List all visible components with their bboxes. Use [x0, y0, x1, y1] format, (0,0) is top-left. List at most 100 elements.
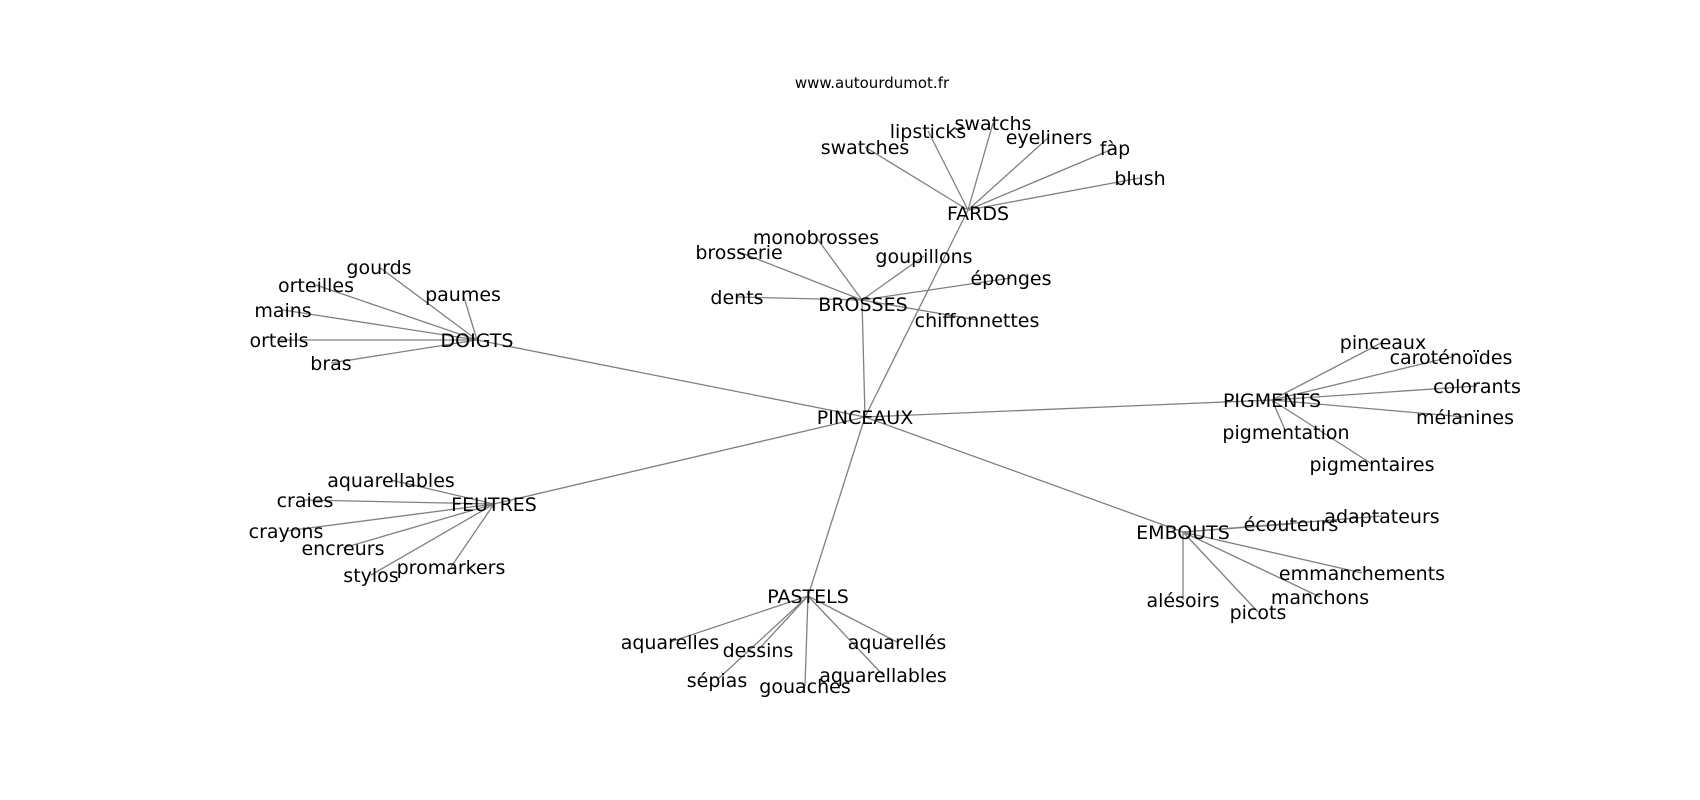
leaf-node-blush: blush: [1114, 168, 1165, 190]
edge-fards-fap: [967, 147, 1116, 211]
leaf-node-brosserie: brosserie: [695, 242, 782, 264]
edge-pigments-pigmentaires: [1271, 399, 1373, 465]
edge-pigments-colorants: [1271, 385, 1478, 401]
edge-feutres-craies: [304, 499, 495, 505]
leaf-node-aquarelles: aquarellés: [848, 632, 947, 654]
leaf-node-picots: picots: [1230, 602, 1287, 624]
site-url-label: www.autourdumot.fr: [795, 74, 950, 92]
edge-doigts-gourds: [378, 266, 478, 341]
root-node-label: PINCEAUX: [817, 407, 913, 429]
edge-brosses-dents: [736, 296, 863, 301]
leaf-node-pinceaux: pinceaux: [1340, 332, 1426, 354]
hub-node-embouts: EMBOUTS: [1136, 522, 1230, 544]
hub-node-pastels: PASTELS: [767, 586, 849, 608]
edge-pigments-pigmentation: [1271, 399, 1287, 433]
edge-fards-lipsticks: [927, 130, 969, 211]
leaf-node-alesoirs: alésoirs: [1146, 590, 1219, 612]
edge-pigments-melanines: [1271, 399, 1466, 418]
edge-root-embouts: [864, 416, 1184, 533]
edge-feutres-promarkers: [450, 503, 495, 568]
leaf-node-mains: mains: [254, 300, 311, 322]
labels-layer: PINCEAUX FARDS swatcheslipsticksswatchseye…: [249, 113, 1521, 698]
edge-doigts-orteilles: [315, 284, 478, 341]
edge-brosses-goupillons: [861, 255, 925, 301]
leaf-node-melanines: mélanines: [1416, 407, 1514, 429]
leaf-node-orteils: orteils: [249, 330, 308, 352]
leaf-node-fap: fàp: [1100, 138, 1130, 160]
edge-embouts-emmanchements: [1182, 531, 1363, 574]
edge-doigts-paumes: [462, 293, 478, 341]
edge-root-doigts: [476, 339, 866, 418]
leaf-node-eyeliners: eyeliners: [1006, 127, 1093, 149]
leaf-node-dents: dents: [710, 287, 763, 309]
hub-node-pigments: PIGMENTS: [1223, 390, 1321, 412]
leaf-node-goupillons: goupillons: [875, 246, 972, 268]
leaf-node-adaptateurs: adaptateurs: [1324, 506, 1439, 528]
edge-root-brosses: [861, 299, 866, 418]
leaf-node-ecouteurs: écouteurs: [1244, 514, 1339, 536]
edge-root-pastels: [807, 416, 866, 597]
leaf-node-bras: bras: [310, 353, 351, 375]
edges-layer: [279, 122, 1478, 687]
edge-brosses-brosserie: [738, 251, 863, 301]
edge-pigments-pinceaux: [1271, 341, 1384, 401]
leaf-node-lipsticks: lipsticks: [890, 121, 967, 143]
leaf-node-crayons: crayons: [249, 521, 324, 543]
leaf-node-sepias: sépias: [687, 670, 747, 692]
edge-feutres-encreurs: [342, 503, 495, 549]
leaf-node-paumes: paumes: [425, 284, 501, 306]
leaf-node-manchons: manchons: [1271, 587, 1369, 609]
hub-node-brosses: BROSSES: [818, 294, 907, 316]
leaf-node-gouaches: gouaches: [759, 676, 850, 698]
edge-brosses-eponges: [861, 277, 1012, 301]
leaf-node-craies: craies: [277, 490, 334, 512]
leaf-node-orteilles: orteilles: [278, 275, 354, 297]
edge-pastels-aquarellables: [807, 595, 884, 676]
leaf-node-encreurs: encreurs: [301, 538, 384, 560]
leaf-node-stylos: stylos: [343, 565, 398, 587]
edge-fards-blush: [967, 177, 1141, 211]
leaf-node-promarkers: promarkers: [397, 557, 506, 579]
edge-fards-swatches: [864, 146, 969, 211]
edge-brosses-monobrosses: [815, 236, 863, 301]
edge-pastels-gouaches: [804, 595, 809, 687]
edge-fards-swatchs: [967, 122, 994, 211]
edge-embouts-manchons: [1182, 531, 1321, 598]
edge-feutres-crayons: [285, 503, 495, 532]
edge-pigments-carotenoides: [1271, 356, 1452, 401]
leaf-node-swatchs: swatchs: [955, 113, 1032, 135]
hub-node-doigts: DOIGTS: [441, 330, 514, 352]
leaf-node-pigmentaires: pigmentaires: [1310, 454, 1435, 476]
leaf-node-eponges: éponges: [970, 268, 1051, 290]
edge-feutres-stylos: [370, 503, 495, 576]
edge-pastels-dessins: [757, 595, 809, 651]
leaf-node-dessins: dessins: [723, 640, 794, 662]
edge-pastels-sepias: [716, 595, 809, 681]
edge-embouts-picots: [1182, 531, 1259, 613]
edge-doigts-bras: [330, 339, 478, 364]
edge-doigts-mains: [282, 309, 478, 341]
leaf-node-colorants: colorants: [1433, 376, 1521, 398]
hub-node-feutres: FEUTRES: [451, 494, 537, 516]
edge-root-feutres: [493, 416, 866, 505]
leaf-node-aquarellables: aquarellables: [819, 665, 947, 687]
edge-fards-eyeliners: [967, 136, 1050, 211]
edge-brosses-chiffonnettes: [861, 299, 978, 321]
edge-pastels-aquarelles: [807, 595, 898, 643]
leaf-node-aquarellables: aquarellables: [327, 470, 455, 492]
leaf-node-monobrosses: monobrosses: [753, 227, 879, 249]
leaf-node-gourds: gourds: [346, 257, 411, 279]
edge-pastels-aquarelles: [669, 595, 809, 643]
leaf-node-swatches: swatches: [821, 137, 910, 159]
edge-feutres-aquarellables: [390, 479, 495, 505]
leaf-node-carotenoides: caroténoïdes: [1390, 347, 1513, 369]
hub-node-fards: FARDS: [947, 203, 1009, 225]
edge-root-pigments: [864, 399, 1273, 418]
leaf-node-emmanchements: emmanchements: [1279, 563, 1445, 585]
leaf-node-pigmentation: pigmentation: [1222, 422, 1349, 444]
edge-root-fards: [864, 209, 969, 418]
leaf-node-aquarelles: aquarelles: [621, 632, 720, 654]
leaf-node-chiffonnettes: chiffonnettes: [915, 310, 1040, 332]
edge-embouts-adaptateurs: [1182, 515, 1383, 533]
